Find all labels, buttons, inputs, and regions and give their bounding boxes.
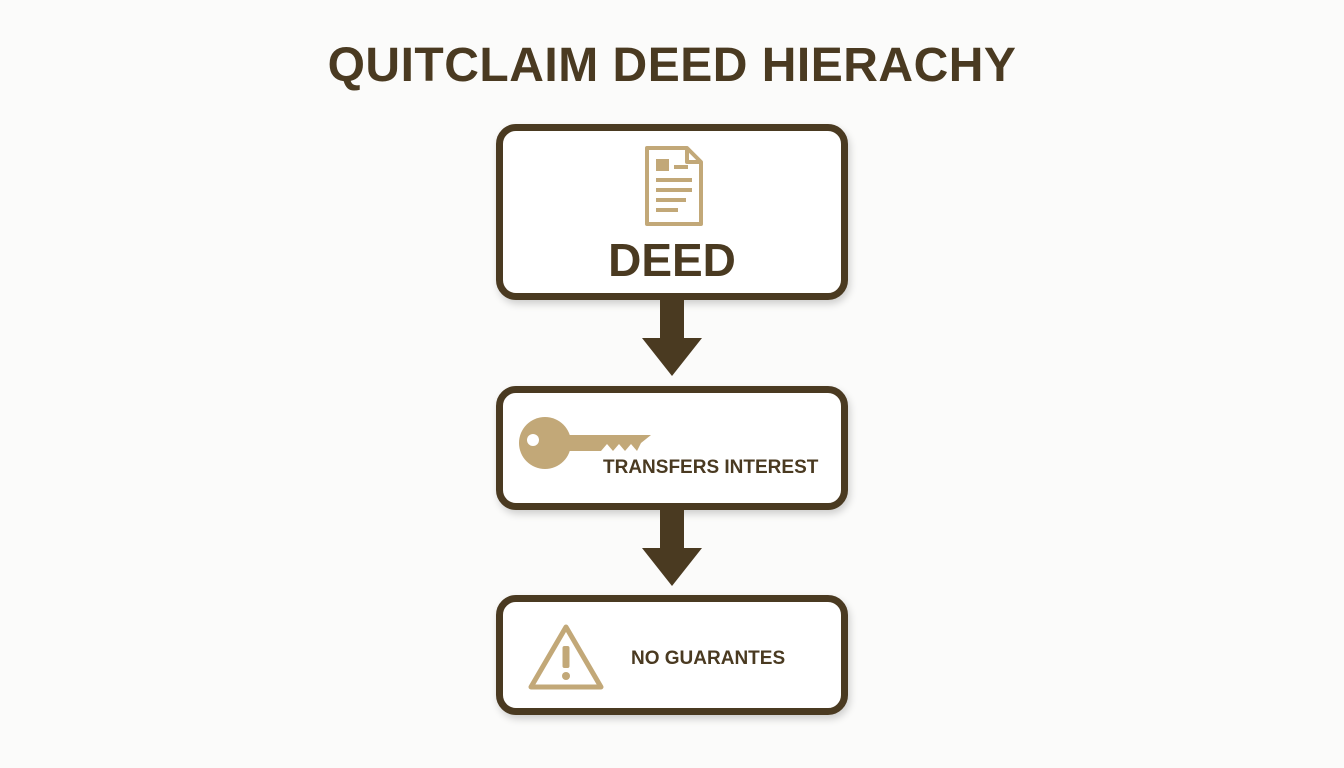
transfers-interest-node: TRANSFERS INTEREST (496, 386, 848, 510)
no-guarantees-label: NO GUARANTES (631, 648, 786, 669)
warning-icon (528, 624, 604, 690)
no-guarantees-node: NO GUARANTES (496, 595, 848, 715)
document-icon (645, 146, 703, 226)
deed-node: DEED (496, 124, 848, 300)
arrow-down-icon (642, 298, 702, 376)
deed-label: DEED (608, 234, 736, 286)
arrow-down-icon (642, 508, 702, 586)
transfers-interest-label: TRANSFERS INTEREST (603, 457, 819, 478)
key-icon (519, 417, 651, 469)
diagram-title: QUITCLAIM DEED HIERACHY (327, 39, 1017, 92)
